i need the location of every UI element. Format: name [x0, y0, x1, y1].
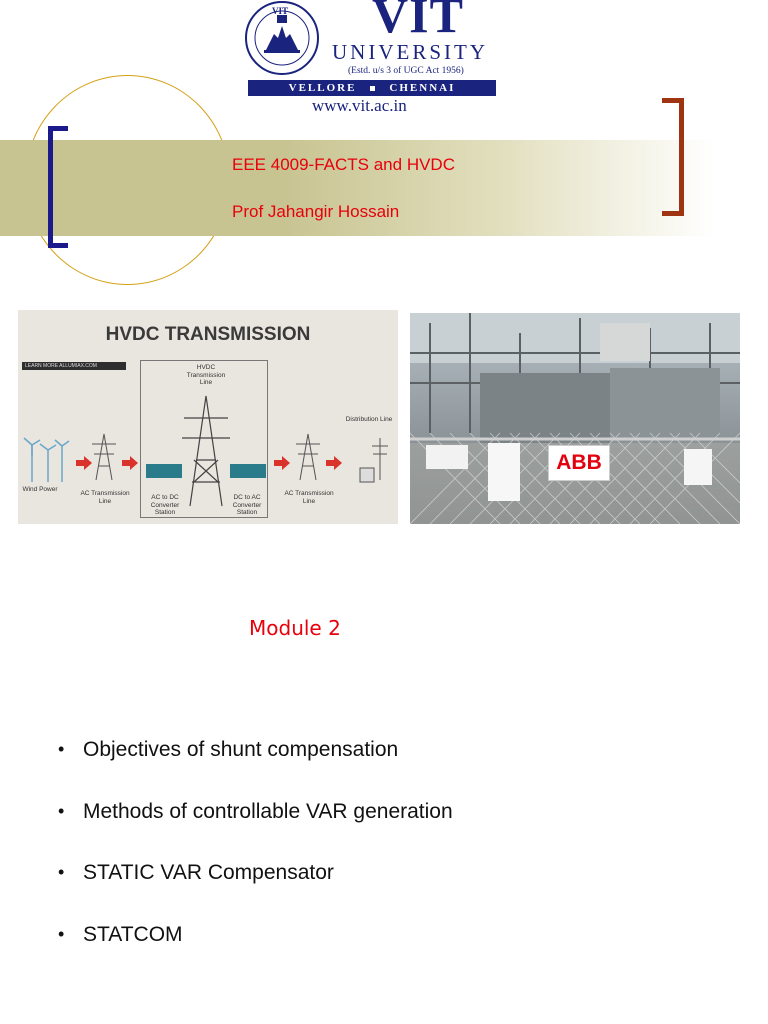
abb-sign: ABB — [548, 445, 610, 481]
title-band — [0, 140, 715, 236]
logo-website: www.vit.ac.in — [312, 96, 407, 115]
substation-illustration — [410, 313, 740, 524]
course-title: EEE 4009-FACTS and HVDC — [232, 155, 455, 174]
flow-arrow-icon — [76, 456, 342, 470]
vit-seal-icon: VIT — [244, 0, 320, 76]
label-wind-power: Wind Power — [22, 486, 58, 493]
label-ac-to-dc: AC to DC Converter Station — [150, 494, 180, 516]
label-ac-line-1: AC Transmission Line — [80, 490, 130, 505]
seal-text: VIT — [272, 6, 289, 16]
wind-turbine-icon — [23, 437, 70, 482]
list-item: STATIC VAR Compensator — [58, 857, 453, 888]
ac-tower-icon — [92, 433, 116, 481]
label-distribution: Distribution Line — [345, 416, 393, 423]
campus-chennai: CHENNAI — [389, 82, 456, 94]
label-hvdc-line: HVDC Transmission Line — [186, 364, 226, 386]
label-ac-line-2: AC Transmission Line — [284, 490, 334, 505]
label-dc-to-ac: DC to AC Converter Station — [232, 494, 262, 516]
professor-name: Prof Jahangir Hossain — [232, 202, 400, 221]
diagram-heading: HVDC TRANSMISSION — [105, 324, 311, 345]
list-item: STATCOM — [58, 919, 453, 950]
left-bracket-decoration — [48, 126, 68, 248]
learn-more-badge: LEARN MORE ALLUMIAX.COM — [22, 362, 126, 370]
distribution-pole-icon — [359, 438, 388, 483]
right-bracket-decoration — [662, 98, 684, 216]
topic-list: Objectives of shunt compensation Methods… — [58, 734, 453, 980]
hvdc-tower-icon — [182, 395, 230, 507]
vit-logo: VIT VIT UNIVERSITY (Estd. u/s 3 of UGC A… — [244, 0, 498, 118]
logo-university: UNIVERSITY — [332, 40, 488, 64]
logo-campus-bar: VELLORE CHENNAI — [248, 80, 496, 96]
list-item: Methods of controllable VAR generation — [58, 796, 453, 827]
module-label: Module 2 — [249, 616, 341, 640]
hvdc-transmission-diagram: HVDC TRANSMISSION LEARN MORE ALLUMIAX.CO… — [18, 310, 398, 524]
logo-wordmark: VIT — [372, 0, 464, 43]
list-item: Objectives of shunt compensation — [58, 734, 453, 765]
converter-station-icon — [146, 464, 266, 478]
logo-established: (Estd. u/s 3 of UGC Act 1956) — [348, 66, 464, 76]
square-separator-icon — [370, 85, 376, 91]
campus-vellore: VELLORE — [288, 82, 357, 94]
transmission-illustration — [23, 395, 388, 507]
ac-tower-icon — [296, 433, 320, 481]
substation-photo: ABB — [410, 313, 740, 524]
hvdc-section-box — [140, 360, 268, 518]
